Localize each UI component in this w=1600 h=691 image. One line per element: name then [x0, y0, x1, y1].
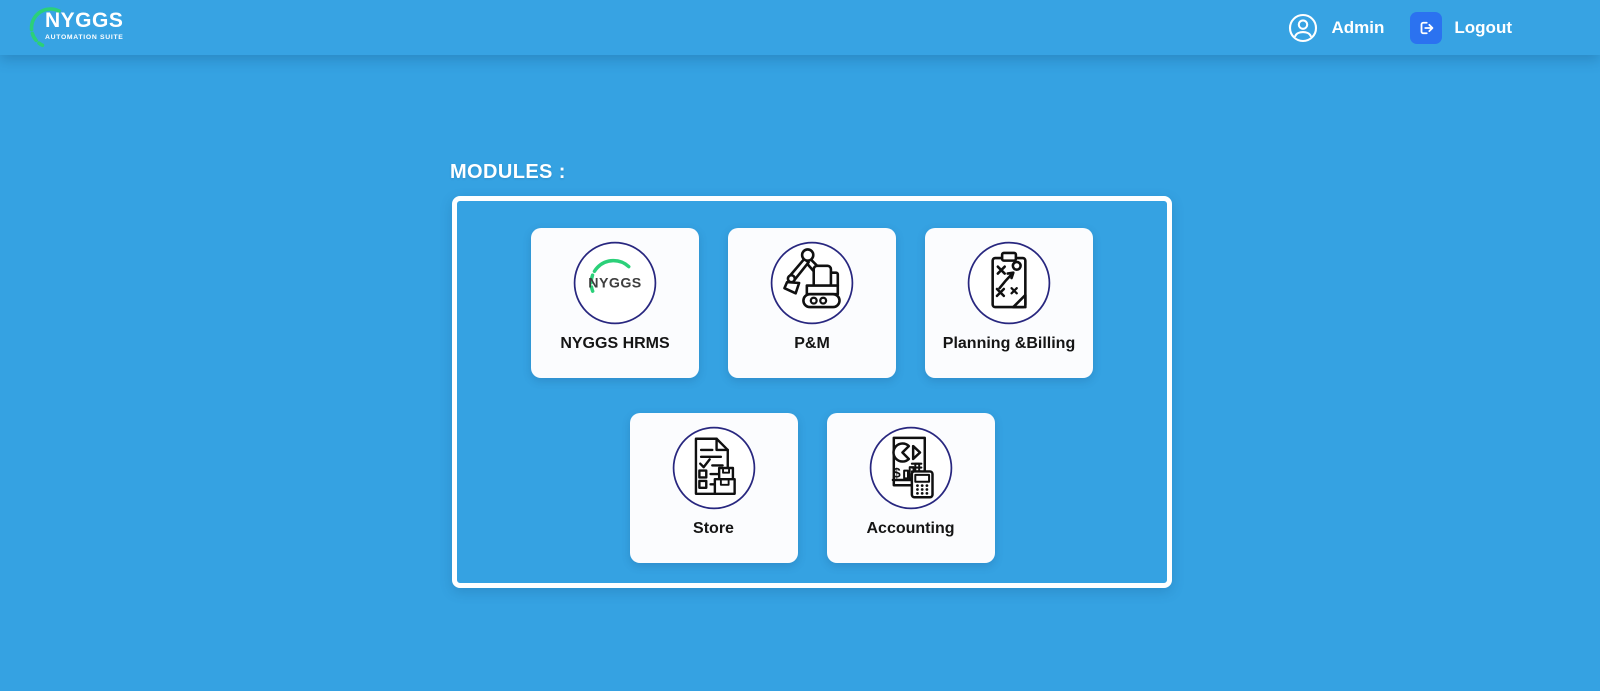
brand-subtitle: AUTOMATION SUITE [45, 33, 124, 41]
strategy-clipboard-icon [967, 241, 1051, 325]
modules-row-2: Store [457, 413, 1167, 563]
modules-row-1: NYGGS NYGGS HRMS [457, 228, 1167, 378]
module-label: Store [693, 520, 734, 537]
excavator-icon [770, 241, 854, 325]
user-icon [1288, 13, 1318, 43]
module-card-store[interactable]: Store [629, 413, 798, 563]
app-header: NYGGS AUTOMATION SUITE Admin Logout [0, 0, 1600, 55]
module-label: Accounting [866, 520, 955, 537]
module-card-nyggs-hrms[interactable]: NYGGS NYGGS HRMS [531, 228, 699, 378]
module-label: NYGGS HRMS [560, 335, 670, 352]
inventory-checklist-icon [672, 426, 755, 510]
svg-text:$: $ [892, 465, 900, 480]
module-label: Planning &Billing [942, 335, 1076, 352]
brand-title: NYGGS [45, 8, 124, 32]
svg-text:NYGGS: NYGGS [588, 276, 641, 292]
header-actions: Admin Logout [1288, 11, 1512, 44]
nyggs-brand-icon: NYGGS [573, 241, 657, 325]
brand-arc-icon [29, 6, 61, 49]
logout-label[interactable]: Logout [1454, 17, 1512, 37]
module-card-planning-billing[interactable]: Planning &Billing [925, 228, 1093, 378]
admin-menu[interactable]: Admin [1331, 17, 1385, 37]
modules-heading: MODULES : [450, 161, 566, 183]
modules-panel: NYGGS NYGGS HRMS [452, 196, 1172, 588]
brand-logo[interactable]: NYGGS AUTOMATION SUITE [28, 4, 148, 52]
module-label: P&M [794, 335, 830, 352]
module-card-pm[interactable]: P&M [728, 228, 896, 378]
module-card-accounting[interactable]: $ Accounting [826, 413, 995, 563]
logout-button[interactable]: Logout [1410, 11, 1512, 44]
brand-text: NYGGS AUTOMATION SUITE [45, 9, 124, 41]
logout-icon[interactable] [1410, 11, 1443, 44]
finance-calculator-icon: $ [869, 426, 952, 510]
